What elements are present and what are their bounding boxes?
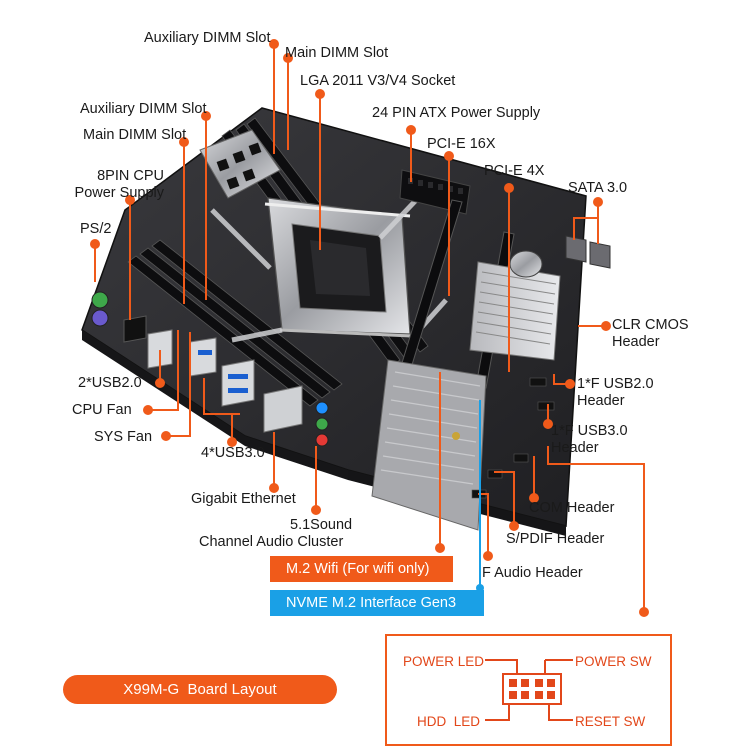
cmos-battery <box>509 250 543 278</box>
label-pcie-16x: PCI-E 16X <box>427 136 496 152</box>
label-gigabit: Gigabit Ethernet <box>191 491 296 507</box>
label-sata: SATA 3.0 <box>568 180 628 196</box>
label-f-usb2-line1: 1*F USB2.0 <box>577 376 654 392</box>
label-main-dimm-top: Main DIMM Slot <box>285 45 389 61</box>
label-sys-fan: SYS Fan <box>94 429 153 445</box>
label-clr-cmos-line1: CLR CMOS <box>612 317 689 333</box>
label-clr-cmos-line2: Header <box>612 334 660 350</box>
label-sound-line2: Channel Audio Cluster <box>199 534 344 550</box>
cpu-socket <box>264 197 413 338</box>
chipset-heatsink <box>469 261 561 361</box>
pin-header <box>502 673 562 705</box>
label-cpu-power-line1: 8PIN CPU <box>97 168 164 184</box>
label-cpu-fan: CPU Fan <box>72 402 132 418</box>
label-com-header: COM Header <box>529 500 615 516</box>
front-panel-pin-diagram <box>485 659 573 721</box>
label-spdif: S/PDIF Header <box>506 531 605 547</box>
nvme-badge: NVME M.2 Interface Gen3 <box>270 590 484 616</box>
power-sw-label: POWER SW <box>575 654 652 669</box>
label-ps2: PS/2 <box>80 221 112 237</box>
label-pcie-4x: PCI-E 4X <box>484 163 545 179</box>
label-usb2-rear: 2*USB2.0 <box>78 375 142 391</box>
label-sound-line1: 5.1Sound <box>290 517 353 533</box>
rear-io <box>91 291 329 447</box>
label-f-usb3-line1: 1*F USB3.0 <box>551 423 628 439</box>
label-f-usb3-line2: Header <box>551 440 599 456</box>
label-atx-power: 24 PIN ATX Power Supply <box>372 105 541 121</box>
label-aux-dimm-top: Auxiliary DIMM Slot <box>144 30 271 46</box>
label-f-audio: F Audio Header <box>482 565 583 581</box>
power-led-label: POWER LED <box>403 654 485 669</box>
sata-ports <box>565 235 611 269</box>
board-layout-title: X99M-G Board Layout <box>63 675 337 704</box>
vrm-heatsink <box>199 129 281 199</box>
m2-heatsink-plate <box>371 359 487 531</box>
reset-sw-label: RESET SW <box>575 714 646 729</box>
label-main-dimm-left: Main DIMM Slot <box>83 127 187 143</box>
label-cpu-power-line2: Power Supply <box>74 185 164 201</box>
m2-wifi-badge: M.2 Wifi (For wifi only) <box>270 556 453 582</box>
front-panel-header-box: POWER LED POWER SW HDD LED RESET SW <box>385 634 672 746</box>
label-aux-dimm-left: Auxiliary DIMM Slot <box>80 101 207 117</box>
label-usb3-rear: 4*USB3.0 <box>201 445 265 461</box>
label-lga-socket: LGA 2011 V3/V4 Socket <box>300 73 456 89</box>
hdd-led-label: HDD LED <box>417 714 481 729</box>
leader-lines <box>90 39 649 617</box>
label-f-usb2-line2: Header <box>577 393 625 409</box>
